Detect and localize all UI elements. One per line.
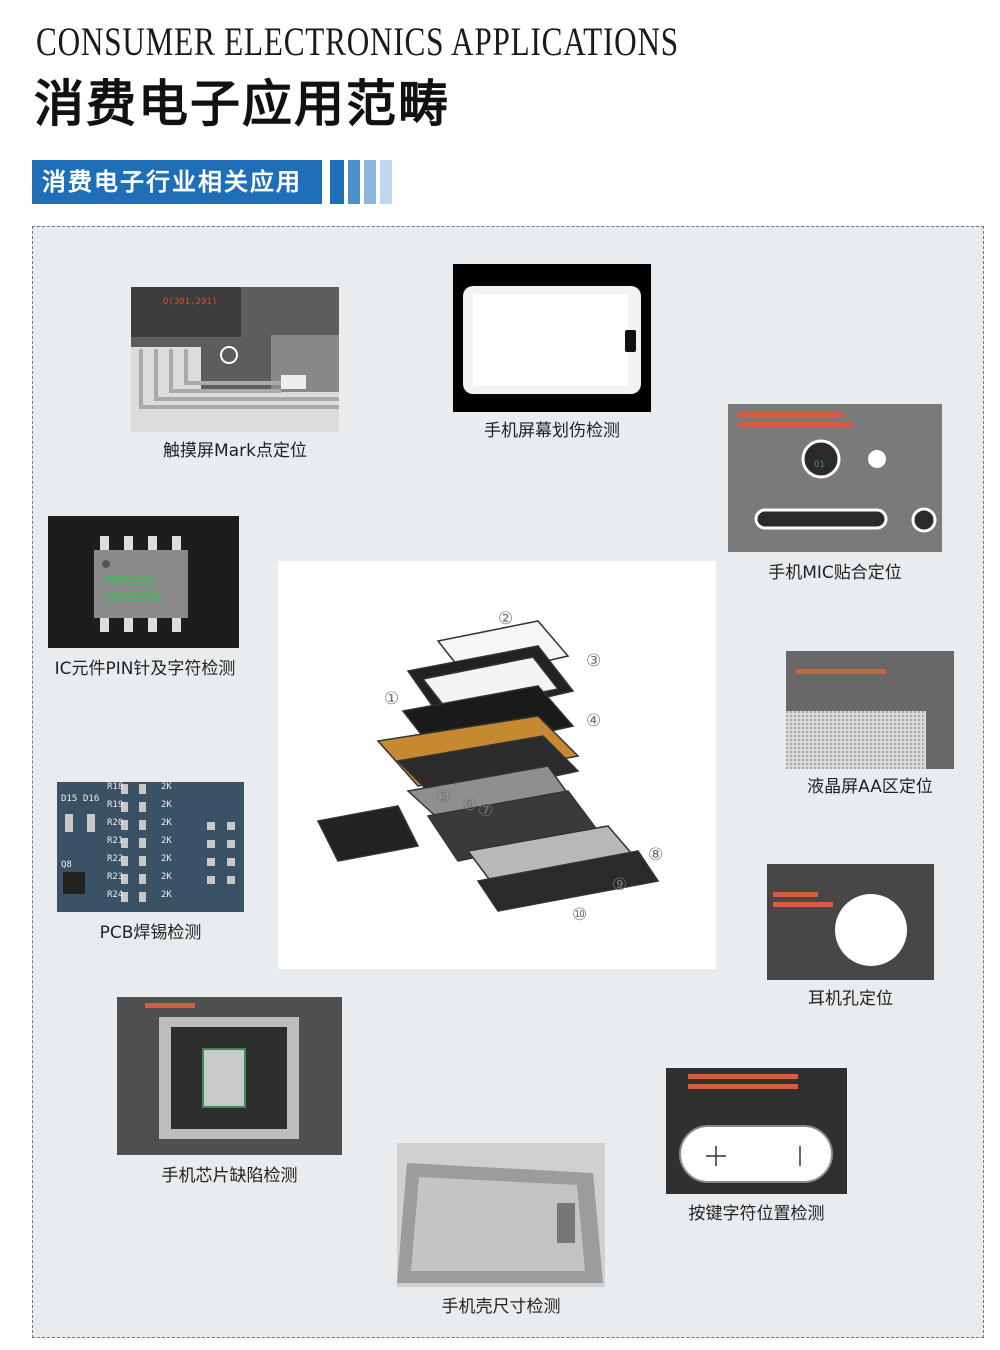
pcb-label: R22	[107, 854, 124, 864]
exploded-phone-graphic	[316, 620, 660, 912]
caption-ic-pin: IC元件PIN针及字符检测	[54, 659, 236, 679]
ic-chip-text-2: 18030254	[104, 590, 162, 604]
callout-9: ⑨	[612, 875, 628, 895]
callout-10: ⑩	[572, 905, 588, 925]
pcb-value: 2K	[161, 872, 172, 882]
case-size-image	[397, 1143, 605, 1287]
caption-mic-fit: 手机MIC贴合定位	[768, 563, 902, 583]
caption-earphone-hole: 耳机孔定位	[808, 989, 893, 1009]
title-en: CONSUMER ELECTRONICS APPLICATIONS	[36, 19, 679, 64]
ic-pin-image: FMP6366 18030254	[48, 516, 239, 648]
pcb-side-label: D15	[61, 794, 78, 804]
caption-screen-scratch: 手机屏幕划伤检测	[484, 421, 620, 441]
pcb-label: R23	[107, 872, 124, 882]
pcb-label: R20	[107, 818, 124, 828]
pcb-side-label: D16	[83, 794, 100, 804]
callout-6: ⑥	[462, 795, 478, 815]
ic-chip-graphic	[48, 516, 239, 648]
callout-8: ⑧	[648, 845, 664, 865]
pcb-value: 2K	[161, 818, 172, 828]
pcb-label: R24	[107, 890, 124, 900]
touch-mark-overlay: O(301,291)	[163, 297, 218, 307]
lcd-aa-image	[786, 651, 954, 769]
pcb-value: 2K	[161, 854, 172, 864]
caption-key-char: 按键字符位置检测	[688, 1204, 825, 1224]
earphone-hole-image	[767, 864, 934, 980]
pcb-value: 2K	[161, 890, 172, 900]
banner-stripe	[380, 160, 392, 204]
pcb-value: 2K	[161, 782, 172, 792]
earphone-hole-graphic	[767, 864, 934, 980]
mic-fit-image: O1	[728, 404, 942, 552]
chip-defect-image	[117, 997, 342, 1155]
phone-screen-graphic	[463, 286, 641, 394]
pcb-side-label: Q8	[61, 860, 72, 870]
caption-pcb-solder: PCB焊锡检测	[99, 923, 202, 943]
pcb-value: 2K	[161, 836, 172, 846]
callout-4: ④	[586, 711, 602, 731]
case-size-graphic	[397, 1143, 605, 1287]
callout-1: ①	[384, 689, 400, 709]
pcb-graphic	[57, 782, 244, 912]
touch-mark-graphic	[131, 287, 339, 432]
pcb-label: R18	[107, 782, 124, 792]
banner-stripe	[364, 160, 376, 204]
section-banner: 消费电子行业相关应用	[32, 160, 322, 204]
touch-mark-image: O(301,291)	[131, 287, 339, 432]
title-cn: 消费电子应用范畴	[34, 75, 450, 133]
mic-fit-overlay: O1	[814, 460, 825, 470]
pcb-label: R21	[107, 836, 124, 846]
ic-chip-text-1: FMP6366	[104, 574, 155, 588]
exploded-view-box: ② ③ ① ④ ⑤ ⑥ ⑦ ⑧ ⑨ ⑩	[278, 561, 716, 969]
chip-defect-graphic	[117, 997, 342, 1155]
caption-lcd-aa: 液晶屏AA区定位	[807, 777, 933, 797]
screen-scratch-image	[453, 264, 651, 412]
key-char-graphic	[666, 1068, 847, 1194]
banner-stripe	[348, 160, 360, 204]
caption-chip-defect: 手机芯片缺陷检测	[161, 1166, 298, 1186]
callout-2: ②	[498, 609, 514, 629]
lcd-aa-graphic	[786, 651, 954, 769]
key-char-image	[666, 1068, 847, 1194]
caption-case-size: 手机壳尺寸检测	[441, 1297, 561, 1317]
caption-touch-mark: 触摸屏Mark点定位	[163, 441, 307, 461]
pcb-value: 2K	[161, 800, 172, 810]
banner-stripe	[330, 160, 344, 204]
pcb-label: R19	[107, 800, 124, 810]
callout-5: ⑤	[436, 787, 452, 807]
pcb-solder-image: R18 R19 R20 R21 R22 R23 R24 2K 2K 2K 2K …	[57, 782, 244, 912]
callout-3: ③	[586, 651, 602, 671]
mic-fit-graphic	[728, 404, 942, 552]
callout-7: ⑦	[478, 801, 494, 821]
